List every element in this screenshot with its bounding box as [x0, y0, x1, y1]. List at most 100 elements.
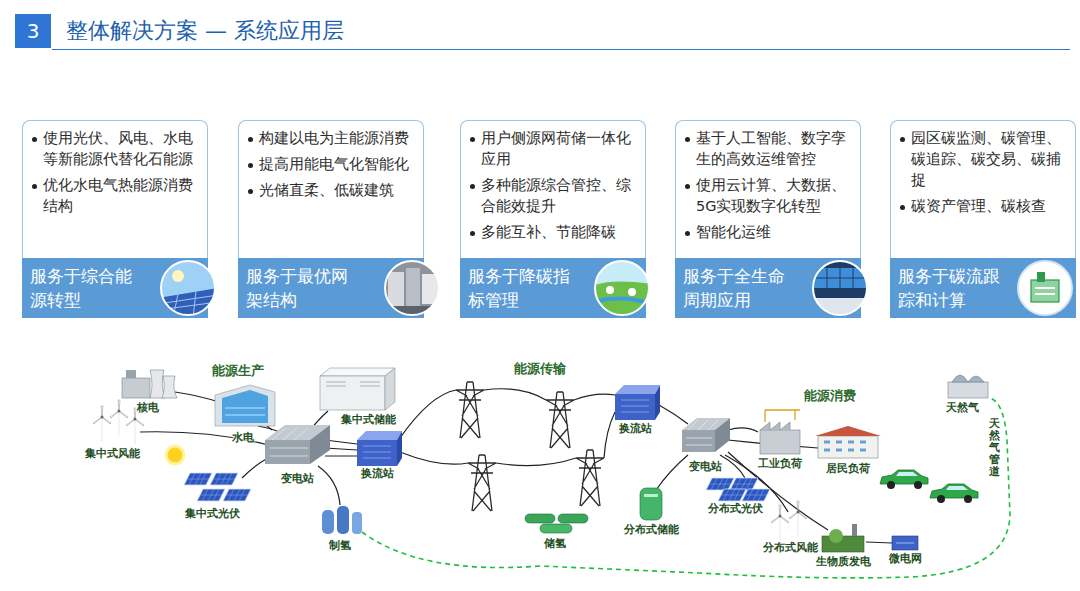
- biomass-plant-icon: [852, 524, 857, 536]
- photo-green-landscape: [592, 258, 652, 318]
- bullet-card: 基于人工智能、数字孪生的高效运维管控使用云计算、大数据、5G实现数字化转型智能化…: [675, 120, 861, 258]
- power-wire: [312, 411, 328, 428]
- bullet-text: 光储直柔、低碳建筑: [259, 180, 417, 201]
- converter-station-icon: [357, 385, 660, 466]
- bullet-text: 碳资产管理、碳核查: [911, 196, 1069, 217]
- facility-label: 集中式光伏: [185, 508, 240, 520]
- power-wire: [728, 440, 818, 448]
- photo-carbon-icon: [1015, 258, 1075, 318]
- bullet-item: 优化水电气热能源消费结构: [31, 175, 201, 217]
- photo-green-landscape: [592, 258, 652, 318]
- photo-carbon-icon: [1035, 288, 1055, 294]
- photo-switchgear-room: [382, 306, 442, 318]
- facility-label: 生物质发电: [816, 556, 871, 568]
- bullet-item: 光储直柔、低碳建筑: [247, 180, 417, 201]
- nuclear-plant-icon: [126, 370, 136, 378]
- photo-carbon-icon: [1015, 258, 1075, 318]
- solar-panel-icon: [706, 478, 734, 490]
- photo-control-room: [814, 268, 866, 288]
- converter-station-icon: [357, 431, 402, 466]
- photo-green-landscape: [606, 286, 614, 294]
- gas-station-icon: [952, 375, 984, 382]
- bullet-item: 智能化运维: [684, 222, 854, 243]
- wind-turbine-icon: [110, 400, 128, 436]
- facility-label: 储氢: [544, 538, 566, 550]
- power-wire: [175, 392, 272, 430]
- bullet-text: 多种能源综合管控、综合能效提升: [481, 175, 639, 217]
- substation-icon: [265, 425, 330, 464]
- nuclear-plant-icon: [162, 376, 177, 398]
- bullet-dot: [32, 184, 37, 189]
- microgrid-icon: [892, 536, 918, 550]
- wind-turbine-icon: [93, 406, 111, 442]
- power-wire: [659, 405, 688, 424]
- facility-label: 变电站: [281, 473, 314, 485]
- band-text: 服务于最优网架结构: [246, 264, 358, 312]
- bullet-text: 园区碳监测、碳管理、碳追踪、碳交易、碳捕捉: [911, 128, 1069, 191]
- substation-icon: [265, 425, 330, 440]
- section-number-box: 3: [15, 14, 51, 48]
- bullet-item: 构建以电为主能源消费: [247, 128, 417, 149]
- photo-switchgear-room: [382, 258, 442, 318]
- bullet-dot: [470, 184, 475, 189]
- residential-load-icon: [824, 442, 866, 450]
- photo-carbon-icon: [1015, 258, 1075, 318]
- facility-label: 水电: [232, 432, 254, 444]
- storage-tank-icon: [640, 488, 662, 520]
- bullet-item: 园区碳监测、碳管理、碳追踪、碳交易、碳捕捉: [899, 128, 1069, 191]
- photo-switchgear-room: [382, 258, 442, 318]
- facility-label: 集中式风能: [85, 448, 140, 460]
- solar-panel-icon: [223, 489, 251, 501]
- residential-load-icon: [818, 436, 878, 458]
- photo-green-landscape: [592, 281, 652, 318]
- power-wire: [242, 458, 268, 478]
- transmission-tower-icon: [456, 382, 604, 511]
- hydrogen-plant-icon: [322, 510, 334, 534]
- photo-control-room: [813, 261, 867, 315]
- photo-carbon-icon: [1031, 280, 1059, 302]
- solar-panel-icon: [742, 489, 770, 501]
- hydrogen-storage-icon: [558, 514, 588, 523]
- photo-green-landscape: [595, 261, 649, 315]
- substation-icon: [682, 418, 730, 452]
- photo-green-landscape: [592, 258, 652, 318]
- bullet-card: 构建以电为主能源消费提高用能电气化智能化光储直柔、低碳建筑: [238, 120, 424, 258]
- facility-label: 工业负荷: [758, 458, 802, 470]
- photo-control-room: [810, 258, 870, 318]
- photo-switchgear-room: [385, 261, 439, 315]
- hydrogen-plant-icon: [352, 512, 362, 534]
- photo-control-room: [810, 258, 870, 318]
- photo-solar-farm: [158, 258, 218, 318]
- bullet-dot: [685, 231, 690, 236]
- bullet-text: 多能互补、节能降碳: [481, 222, 639, 243]
- wind-turbine-icon: [771, 501, 807, 541]
- storage-cabinet-icon: [320, 368, 395, 376]
- power-wire: [656, 455, 688, 490]
- solar-panel-icon: [718, 489, 746, 501]
- zone-heading: 能源传输: [300, 348, 780, 378]
- bullet-text: 提高用能电气化智能化: [259, 154, 417, 175]
- wind-turbine-icon: [771, 505, 789, 541]
- facility-label: 居民负荷: [826, 463, 870, 475]
- solar-panel-icon: [197, 489, 225, 501]
- bullet-dot: [470, 137, 475, 142]
- transmission-tower-icon: [546, 392, 574, 448]
- solar-panel-icon: [210, 473, 238, 485]
- bullet-item: 用户侧源网荷储一体化应用: [469, 128, 639, 170]
- power-wire: [140, 432, 268, 445]
- hydrogen-storage-icon: [525, 514, 588, 533]
- page-title: 整体解决方案 — 系统应用层: [66, 14, 344, 48]
- storage-cabinet-icon: [326, 382, 380, 386]
- photo-carbon-icon: [1018, 261, 1072, 315]
- bullet-text: 基于人工智能、数字孪生的高效运维管控: [696, 128, 854, 170]
- substation-icon: [682, 430, 715, 452]
- bullet-text: 使用光伏、风电、水电等新能源代替化石能源: [43, 128, 201, 170]
- power-wire: [400, 412, 615, 466]
- photo-switchgear-room: [406, 268, 420, 308]
- bullet-item: 使用光伏、风电、水电等新能源代替化石能源: [31, 128, 201, 170]
- bullet-dot: [470, 231, 475, 236]
- zone-heading: 能源生产: [45, 350, 430, 380]
- bullet-card: 园区碳监测、碳管理、碳追踪、碳交易、碳捕捉碳资产管理、碳核查: [890, 120, 1076, 258]
- facility-label: 集中式储能: [341, 414, 396, 426]
- facility-label: 分布式风能: [763, 542, 818, 554]
